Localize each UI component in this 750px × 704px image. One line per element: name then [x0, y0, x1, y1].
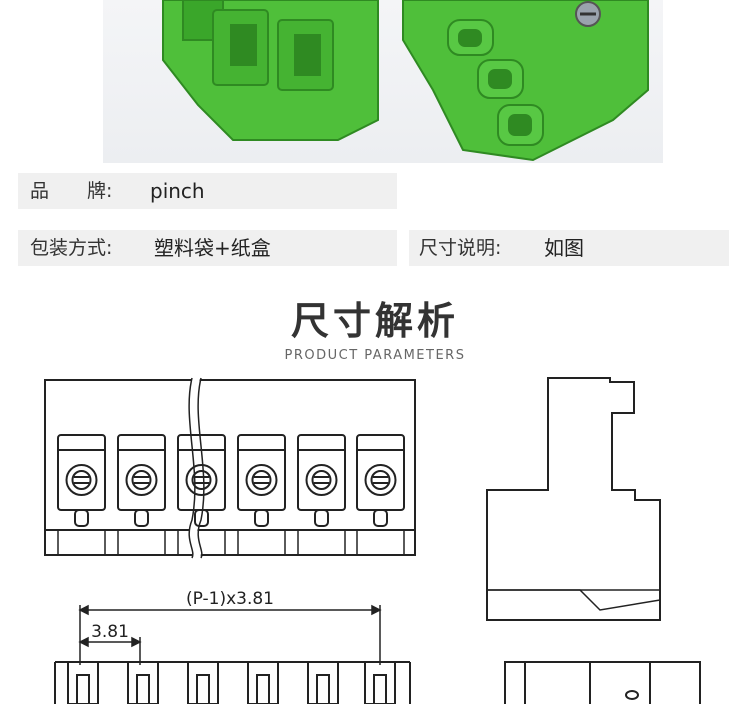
- product-photo-image: [162, 0, 649, 162]
- connector-left: [162, 0, 379, 141]
- connector-right: [402, 0, 649, 162]
- section-title: 尺寸解析: [290, 299, 459, 343]
- packaging-value: 塑料袋+纸盒: [154, 236, 271, 260]
- side-view: [486, 377, 661, 621]
- packaging-label: 包装方式:: [30, 237, 113, 259]
- brand-label: 品 牌:: [30, 180, 113, 202]
- section-subtitle: PRODUCT PARAMETERS: [284, 348, 466, 363]
- size-label: 尺寸说明:: [419, 237, 502, 259]
- dimension-lines: [78, 604, 382, 665]
- front-view-outline: [44, 379, 416, 556]
- brand-value: pinch: [150, 179, 205, 203]
- size-value: 如图: [544, 236, 584, 260]
- product-photo: [103, 0, 663, 163]
- terminal-slots: [57, 434, 405, 527]
- spec-row-brand: 品 牌: pinch: [18, 173, 397, 209]
- spec-row-packaging: 包装方式: 塑料袋+纸盒: [18, 230, 397, 266]
- dim-label-total: (P-1)x3.81: [186, 589, 274, 609]
- dim-label-pitch: 3.81: [91, 622, 129, 642]
- spec-row-size: 尺寸说明: 如图: [409, 230, 729, 266]
- bottom-view: [54, 661, 701, 704]
